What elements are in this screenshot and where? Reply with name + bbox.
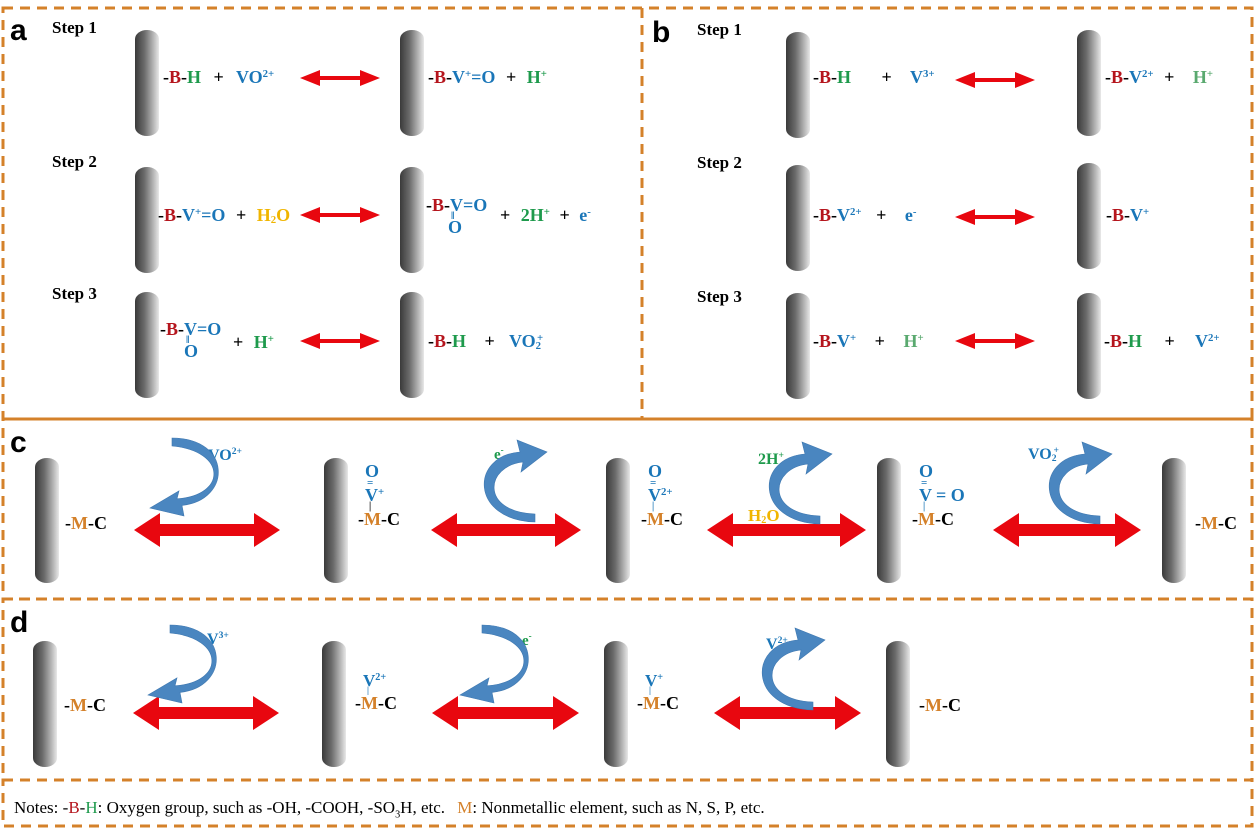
product-a2-structure: -B-V=O ǁ O xyxy=(426,195,488,237)
double-arrow xyxy=(300,70,380,86)
panel-letter-c: c xyxy=(10,426,27,459)
surface-m-c: -M-C xyxy=(65,513,107,533)
transfer-label-2h: 2H+ xyxy=(758,450,784,468)
transfer-label-v2: V2+ xyxy=(766,635,788,653)
product-b1: -B-V2+ + H+ xyxy=(1105,67,1214,87)
step-label: Step 1 xyxy=(52,18,97,37)
double-arrow-thick xyxy=(707,513,866,547)
panel-letter-a: a xyxy=(10,14,27,47)
reactant-a1: -B-H + VO2+ xyxy=(163,67,275,87)
species-c3: O = V= O | -M-C xyxy=(912,461,965,529)
double-arrow-thick xyxy=(432,696,579,730)
panel-letter-d: d xyxy=(10,606,29,639)
electrode xyxy=(1077,293,1101,399)
double-arrow-thick xyxy=(993,513,1141,547)
species-d2: V+ | -M-C xyxy=(637,671,679,713)
transfer-label-v3: V3+ xyxy=(207,630,229,648)
electrode xyxy=(324,458,348,583)
electrode xyxy=(786,293,810,399)
curved-arrow-out-icon xyxy=(1049,441,1113,525)
electrode xyxy=(606,458,630,583)
electrode xyxy=(400,167,424,273)
panel-letter-b: b xyxy=(652,16,671,49)
double-arrow xyxy=(955,209,1035,225)
electrode xyxy=(1162,458,1186,583)
reactant-b3: -B-V+ + H+ xyxy=(813,331,924,351)
double-arrow xyxy=(955,333,1035,349)
surface-m-c: -M-C xyxy=(64,695,106,715)
electrode xyxy=(400,30,424,136)
step-label: Step 3 xyxy=(697,287,742,306)
reactant-b2: -B-V2+ + e- xyxy=(813,205,917,225)
product-b2: -B-V+ xyxy=(1106,205,1150,225)
electrode xyxy=(33,641,57,767)
curved-arrow-out-icon xyxy=(484,439,548,523)
notes-text: Notes: -B-H: Oxygen group, such as -OH, … xyxy=(14,798,765,821)
reactant-a3-extra: + H+ xyxy=(233,332,274,352)
electrode xyxy=(135,30,159,136)
electrode xyxy=(604,641,628,767)
surface-m-c: -M-C xyxy=(919,695,961,715)
electrode xyxy=(886,641,910,767)
double-arrow xyxy=(300,207,380,223)
electrode xyxy=(400,292,424,398)
double-arrow xyxy=(955,72,1035,88)
electrode xyxy=(35,458,59,583)
transfer-label-vo2plus: VO2+ xyxy=(1028,445,1059,464)
curved-arrow-in-icon xyxy=(459,624,529,704)
double-arrow xyxy=(300,333,380,349)
product-a2-extra: + 2H+ + e- xyxy=(500,205,591,225)
electrode xyxy=(1077,30,1101,136)
double-arrow-thick xyxy=(133,696,279,730)
electrode xyxy=(877,458,901,583)
curved-arrow-in-icon xyxy=(149,437,219,517)
step-label: Step 3 xyxy=(52,284,97,303)
double-arrow-thick xyxy=(431,513,581,547)
product-a3: -B-H + VO2+ xyxy=(428,331,544,352)
electrode xyxy=(786,32,810,138)
frame-notes xyxy=(1,778,1254,828)
step-label: Step 1 xyxy=(697,20,742,39)
product-b3: -B-H + V2+ xyxy=(1104,331,1220,351)
species-c1: O = V+ | -M-C xyxy=(358,461,400,529)
species-c2: O = V2+ | -M-C xyxy=(641,461,683,529)
curved-arrow-out-icon xyxy=(769,441,833,525)
electrode xyxy=(135,167,159,273)
transfer-label-e: e- xyxy=(522,631,532,649)
reactant-b1: -B-H + V3+ xyxy=(813,67,935,87)
transfer-label-e: e- xyxy=(494,445,504,463)
species-d1: V2+ | -M-C xyxy=(355,671,397,713)
step-label: Step 2 xyxy=(697,153,742,172)
step-label: Step 2 xyxy=(52,152,97,171)
product-a1: -B-V+=O + H+ xyxy=(428,67,547,87)
electrode xyxy=(135,292,159,398)
surface-m-c: -M-C xyxy=(1195,513,1237,533)
curved-arrow-in-icon xyxy=(147,624,217,704)
frame-ab xyxy=(1,6,1254,421)
reactant-a3-structure: -B-V=O ǁ O xyxy=(160,319,222,361)
double-arrow-thick xyxy=(714,696,861,730)
electrode xyxy=(1077,163,1101,269)
reactant-a2: -B-V+=O + H2O xyxy=(158,205,291,226)
electrode xyxy=(786,165,810,271)
curved-arrow-out-icon xyxy=(762,627,826,711)
double-arrow-thick xyxy=(134,513,280,547)
electrode xyxy=(322,641,346,767)
transfer-label-h2o: H2O xyxy=(748,506,780,526)
